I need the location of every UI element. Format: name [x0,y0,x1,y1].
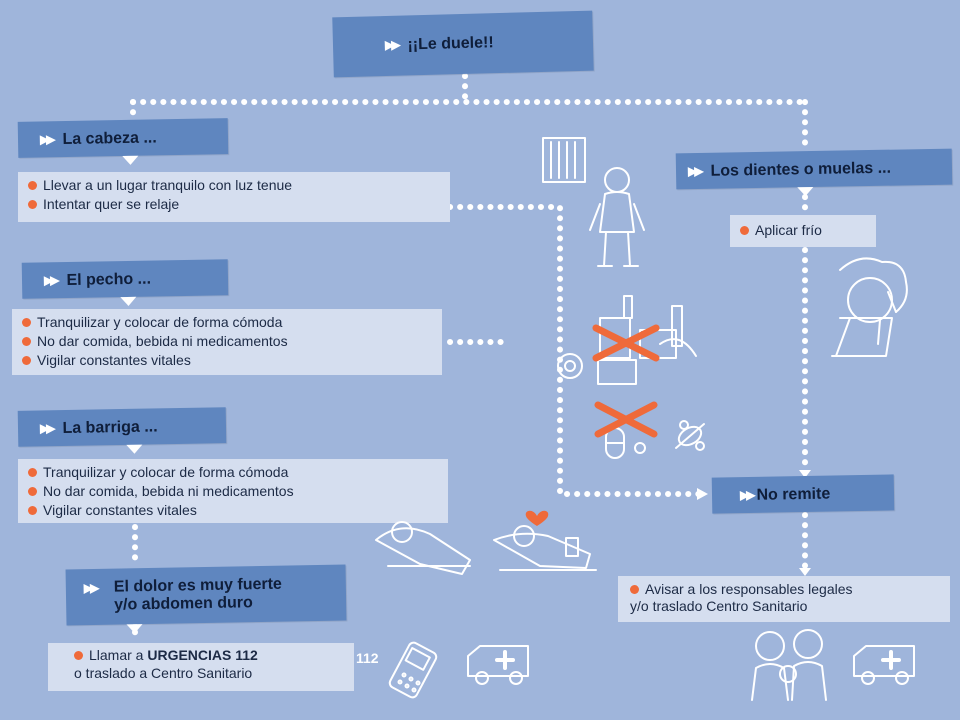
phone-number-label: 112 [356,650,379,666]
list-item-text: No dar comida, bebida ni medicamentos [37,333,288,349]
list-item-continued: y/o traslado Centro Sanitario [630,598,807,614]
list-item-text: Tranquilizar y colocar de forma cómoda [43,464,289,480]
bullet-icon [22,318,31,327]
box-barriga: Tranquilizar y colocar de forma cómoda N… [18,459,448,523]
list-item: Avisar a los responsables legales [630,581,853,597]
list-item-text: Vigilar constantes vitales [37,352,191,368]
mobile-phone-icon [388,641,438,699]
cross-icon [594,401,658,438]
list-item: Tranquilizar y colocar de forma cómoda [28,464,288,480]
list-item-text: Vigilar constantes vitales [43,502,197,518]
list-item: Aplicar frío [740,222,822,238]
person-toothache-icon [831,257,908,357]
bullet-icon [28,200,37,209]
urgencias-number: URGENCIAS 112 [147,647,258,663]
box-dientes: Aplicar frío [730,215,876,247]
bullet-icon [28,487,37,496]
list-item-text: Tranquilizar y colocar de forma cómoda [37,314,283,330]
family-icon [751,629,827,701]
person-lying-icon [375,521,471,575]
heart-icon [525,510,549,526]
list-item-text: No dar comida, bebida ni medicamentos [43,483,294,499]
bullet-icon [74,651,83,660]
bullet-icon [28,506,37,515]
bullet-icon [630,585,639,594]
list-item-text: Avisar a los responsables legales [645,581,853,597]
pills-crossed-icon [605,420,705,459]
person-care-icon [493,525,597,571]
box-pecho: Tranquilizar y colocar de forma cómoda N… [12,309,442,375]
box-cabeza: Llevar a un lugar tranquilo con luz tenu… [18,172,450,222]
list-item: Llamar a URGENCIAS 112 [74,647,258,663]
bullet-icon [740,226,749,235]
bullet-icon [28,468,37,477]
bullet-icon [28,181,37,190]
list-item: Tranquilizar y colocar de forma cómoda [22,314,282,330]
ambulance-icon [467,645,529,685]
list-item-text: Intentar quer se relaje [43,196,180,212]
cross-icon [592,324,660,362]
list-item: No dar comida, bebida ni medicamentos [28,483,294,499]
list-item-text: Llevar a un lugar tranquilo con luz tenu… [43,177,293,193]
box-avisar: Avisar a los responsables legales y/o tr… [618,576,950,622]
bullet-icon [22,356,31,365]
list-item: Intentar quer se relaje [28,196,179,212]
list-item-text: y/o traslado Centro Sanitario [630,598,808,614]
list-item: Vigilar constantes vitales [22,352,191,368]
urgencias-line2: o traslado a Centro Sanitario [74,665,253,681]
list-item: No dar comida, bebida ni medicamentos [22,333,288,349]
list-item-continued: o traslado a Centro Sanitario [74,665,252,681]
box-urgencias: Llamar a URGENCIAS 112 o traslado a Cent… [48,643,354,691]
list-item: Llevar a un lugar tranquilo con luz tenu… [28,177,292,193]
thermometer-icon [542,137,586,183]
ambulance-icon [853,645,915,685]
list-item: Vigilar constantes vitales [28,502,197,518]
person-standing-icon [589,167,645,267]
bullet-icon [22,337,31,346]
list-item-text: Aplicar frío [755,222,822,238]
urgencias-prefix: Llamar a [89,647,148,663]
